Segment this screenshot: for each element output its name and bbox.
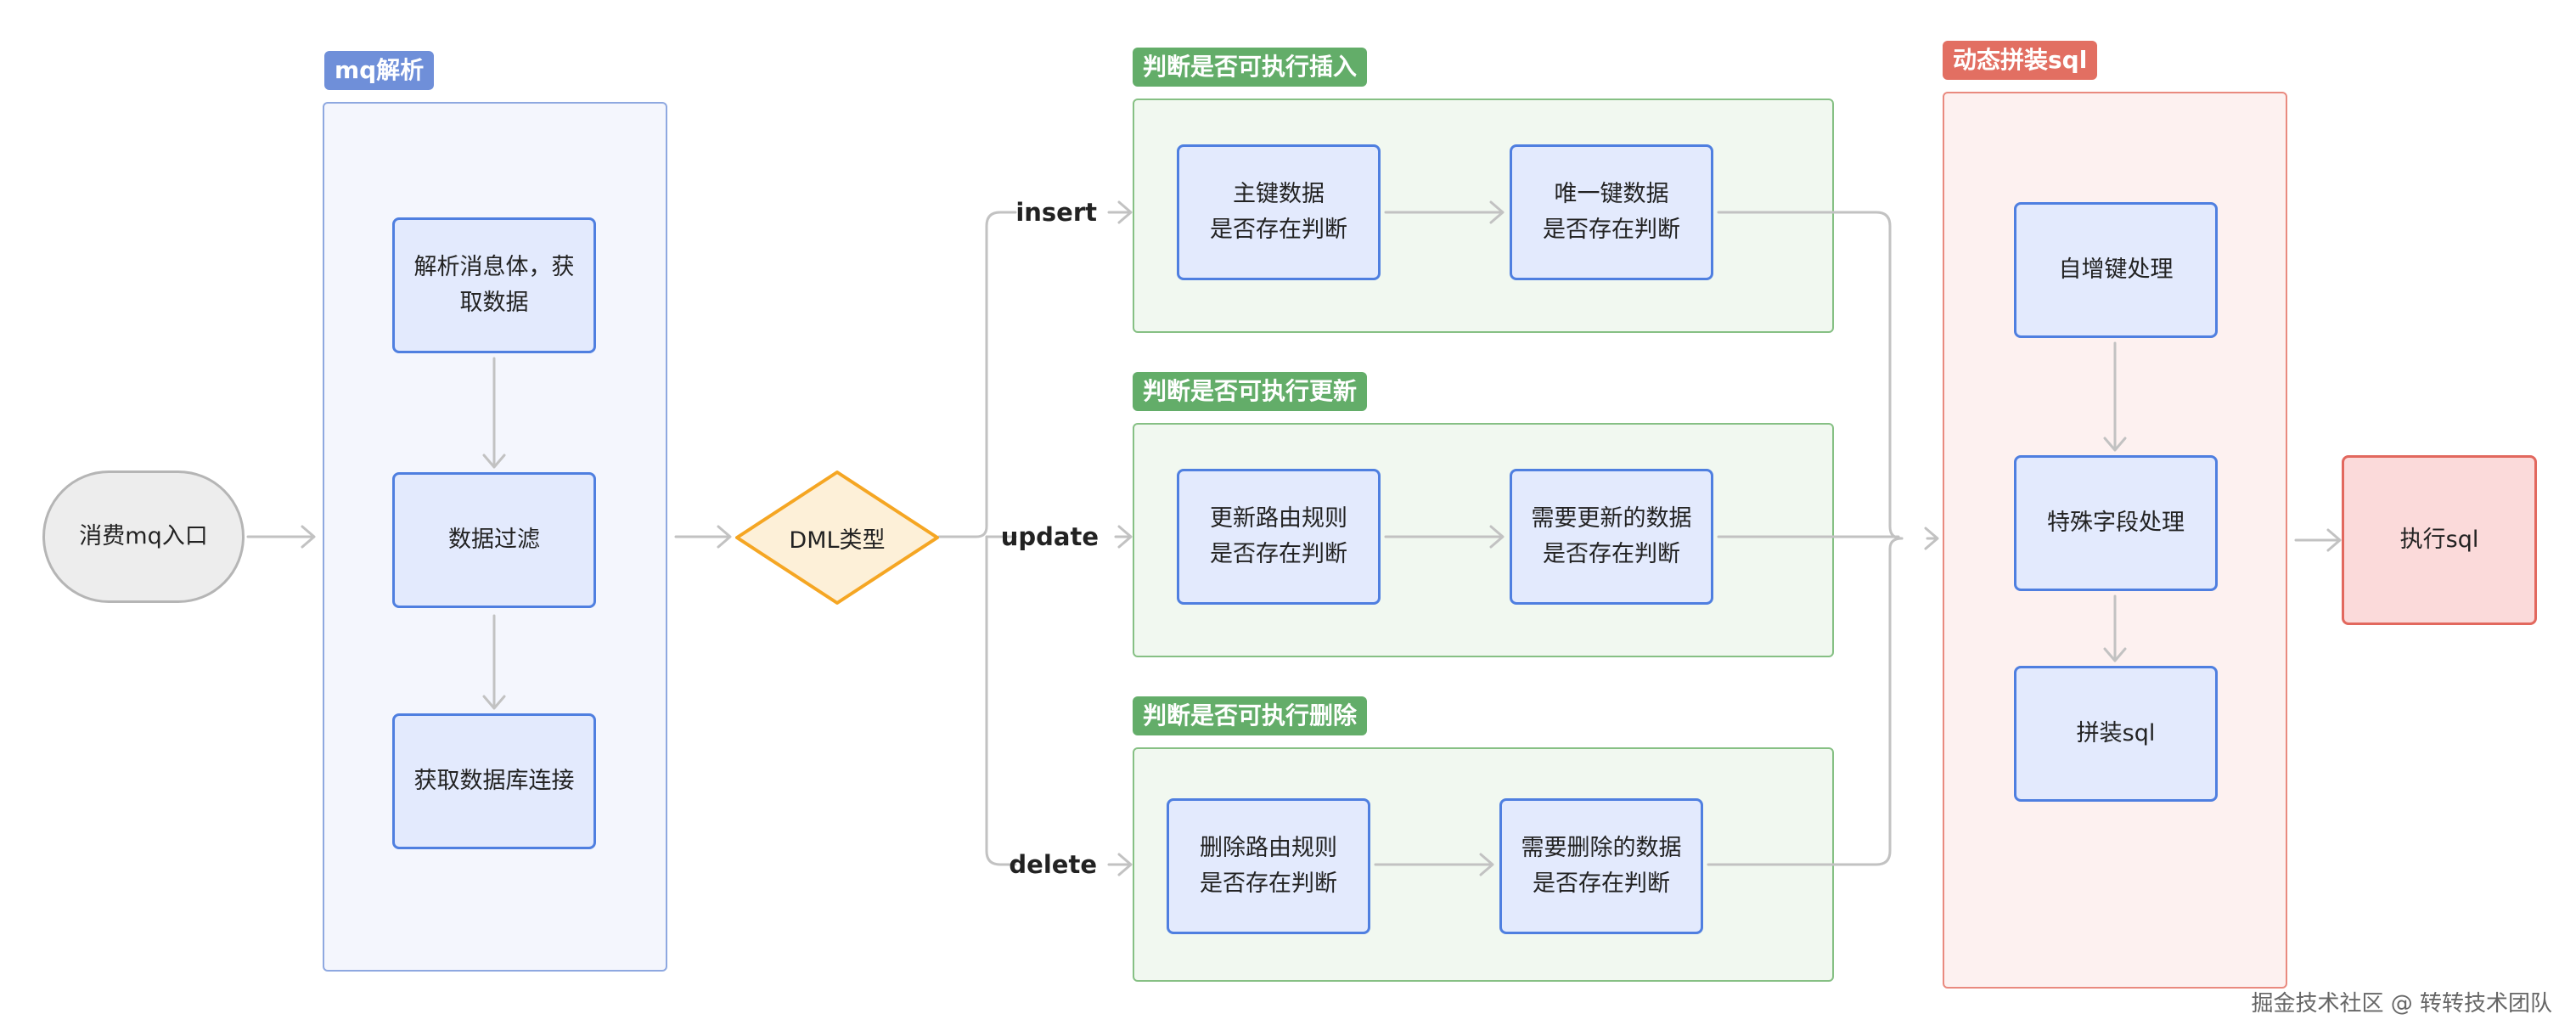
branch-label-update: update	[1000, 522, 1099, 551]
node-update-route-check-label: 更新路由规则 是否存在判断	[1210, 505, 1347, 567]
branch-label-insert: insert	[1015, 198, 1097, 227]
edge-dml-to-insert	[937, 211, 1017, 538]
node-dml-type-decision[interactable]: DML类型	[734, 469, 941, 606]
node-get-db-connection-label: 获取数据库连接	[413, 768, 575, 794]
node-execute-sql[interactable]: 执行sql	[2342, 455, 2537, 625]
edge-sql-arrowhead	[1924, 527, 1939, 550]
node-auto-increment-label: 自增键处理	[2058, 256, 2174, 283]
node-insert-uk-check-label: 唯一键数据 是否存在判断	[1543, 181, 1680, 243]
node-execute-sql-label: 执行sql	[2399, 527, 2479, 553]
node-auto-increment[interactable]: 自增键处理	[2014, 202, 2218, 338]
edge-update-to-group	[1114, 525, 1133, 549]
edge-delete-to-group	[1107, 853, 1133, 876]
node-delete-data-check[interactable]: 需要删除的数据 是否存在判断	[1499, 798, 1703, 934]
node-assemble-sql[interactable]: 拼装sql	[2014, 666, 2218, 802]
node-parse-message[interactable]: 解析消息体，获 取数据	[392, 217, 596, 353]
node-dml-type-label: DML类型	[789, 527, 886, 554]
group-insert-check-title: 判断是否可执行插入	[1133, 48, 1368, 87]
edge-dml-to-delete	[985, 535, 1017, 866]
node-delete-route-check-label: 删除路由规则 是否存在判断	[1200, 835, 1337, 897]
group-delete-check-title: 判断是否可执行删除	[1133, 696, 1368, 735]
node-data-filter-label: 数据过滤	[448, 527, 540, 553]
node-delete-route-check[interactable]: 删除路由规则 是否存在判断	[1167, 798, 1370, 934]
node-special-field[interactable]: 特殊字段处理	[2014, 455, 2218, 591]
branch-label-delete: delete	[1009, 850, 1097, 879]
node-update-data-check-label: 需要更新的数据 是否存在判断	[1531, 505, 1692, 567]
watermark: 掘金技术社区 @ 转转技术团队	[2251, 991, 2552, 1017]
node-special-field-label: 特殊字段处理	[2047, 510, 2185, 536]
edge-group-to-dml	[674, 525, 732, 549]
group-dynamic-sql-title: 动态拼装sql	[1943, 41, 2098, 80]
node-get-db-connection[interactable]: 获取数据库连接	[392, 713, 596, 849]
node-insert-pk-check-label: 主键数据 是否存在判断	[1210, 181, 1347, 243]
node-consume-mq-entry[interactable]: 消费mq入口	[42, 470, 245, 603]
node-update-data-check[interactable]: 需要更新的数据 是否存在判断	[1510, 469, 1713, 605]
node-consume-mq-entry-label: 消费mq入口	[79, 523, 208, 549]
node-data-filter[interactable]: 数据过滤	[392, 472, 596, 608]
node-assemble-sql-label: 拼装sql	[2076, 720, 2156, 746]
edge-entry-to-parse-group	[246, 525, 316, 549]
edge-sql-to-exec	[2294, 528, 2342, 552]
node-insert-pk-check[interactable]: 主键数据 是否存在判断	[1177, 144, 1381, 280]
group-mq-parse-title: mq解析	[324, 51, 435, 90]
node-insert-uk-check[interactable]: 唯一键数据 是否存在判断	[1510, 144, 1713, 280]
group-update-check-title: 判断是否可执行更新	[1133, 372, 1368, 411]
node-update-route-check[interactable]: 更新路由规则 是否存在判断	[1177, 469, 1381, 605]
node-delete-data-check-label: 需要删除的数据 是否存在判断	[1521, 835, 1682, 897]
edge-insert-to-group	[1107, 200, 1133, 224]
decision-diamond-shape	[735, 470, 939, 605]
node-parse-message-label: 解析消息体，获 取数据	[413, 254, 575, 316]
